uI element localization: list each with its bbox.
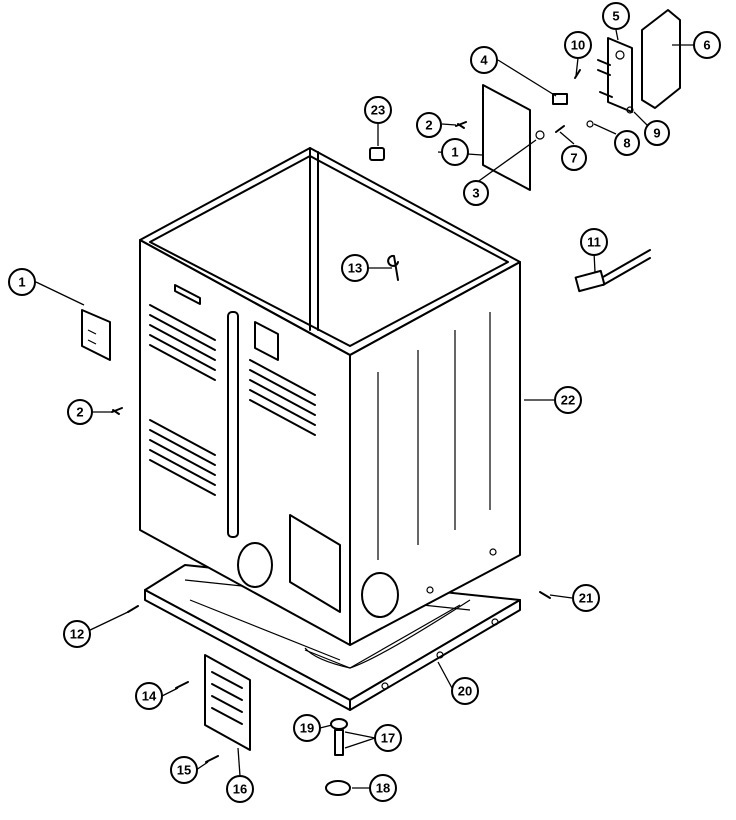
screw-icon bbox=[574, 69, 581, 79]
screw-icon bbox=[539, 591, 551, 599]
callout-22: 22 bbox=[554, 386, 582, 414]
screw-icon bbox=[455, 121, 467, 129]
svg-text:15: 15 bbox=[177, 763, 191, 778]
svg-text:19: 19 bbox=[300, 721, 314, 736]
svg-text:23: 23 bbox=[371, 103, 385, 118]
svg-text:21: 21 bbox=[579, 591, 593, 606]
callout-10: 10 bbox=[564, 31, 592, 59]
callout-18: 18 bbox=[369, 774, 397, 802]
svg-text:20: 20 bbox=[458, 684, 472, 699]
callout-13: 13 bbox=[341, 254, 369, 282]
svg-text:12: 12 bbox=[70, 627, 84, 642]
terminal-block bbox=[597, 37, 633, 113]
callout-12: 12 bbox=[63, 620, 91, 648]
cabinet bbox=[139, 147, 521, 646]
callout-4: 4 bbox=[470, 46, 498, 74]
svg-text:3: 3 bbox=[472, 186, 479, 201]
callout-2: 2 bbox=[416, 112, 442, 138]
callout-8: 8 bbox=[614, 130, 640, 156]
grille-panel bbox=[204, 654, 251, 751]
callout-16: 16 bbox=[226, 775, 254, 803]
screw-icon bbox=[111, 407, 123, 415]
screw-icon bbox=[175, 681, 189, 689]
mounting-plate bbox=[482, 84, 531, 191]
callout-7: 7 bbox=[561, 145, 587, 171]
svg-text:13: 13 bbox=[348, 261, 362, 276]
svg-text:7: 7 bbox=[570, 151, 577, 166]
screw-icon bbox=[555, 125, 565, 133]
svg-text:22: 22 bbox=[561, 393, 575, 408]
svg-text:14: 14 bbox=[142, 689, 157, 704]
svg-text:18: 18 bbox=[376, 781, 390, 796]
svg-text:2: 2 bbox=[425, 118, 432, 133]
callout-21: 21 bbox=[572, 584, 600, 612]
knob-part bbox=[369, 147, 385, 161]
foot-pad bbox=[325, 780, 351, 796]
callout-11: 11 bbox=[580, 228, 608, 256]
leveling-leg bbox=[330, 718, 348, 756]
callout-2: 2 bbox=[67, 399, 93, 425]
callout-3: 3 bbox=[463, 180, 489, 206]
callout-9: 9 bbox=[644, 120, 670, 146]
bracket-part bbox=[641, 9, 681, 109]
screw-icon bbox=[205, 755, 219, 763]
screw-icon bbox=[626, 106, 634, 114]
svg-text:6: 6 bbox=[703, 38, 710, 53]
svg-text:1: 1 bbox=[451, 145, 458, 160]
power-cord bbox=[574, 249, 651, 293]
svg-text:9: 9 bbox=[653, 126, 660, 141]
svg-text:1: 1 bbox=[18, 275, 25, 290]
hook-part bbox=[387, 254, 399, 281]
callout-5: 5 bbox=[602, 2, 630, 30]
callout-17: 17 bbox=[374, 724, 402, 752]
callout-19: 19 bbox=[293, 714, 321, 742]
clip-part bbox=[552, 93, 568, 105]
callout-23: 23 bbox=[364, 96, 392, 124]
svg-text:4: 4 bbox=[480, 53, 488, 68]
callout-1: 1 bbox=[441, 138, 469, 166]
callout-20: 20 bbox=[451, 677, 479, 705]
svg-text:2: 2 bbox=[76, 405, 83, 420]
svg-text:5: 5 bbox=[612, 9, 619, 24]
svg-text:8: 8 bbox=[623, 136, 630, 151]
svg-text:10: 10 bbox=[571, 38, 585, 53]
callout-6: 6 bbox=[693, 31, 721, 59]
callout-15: 15 bbox=[170, 756, 198, 784]
callout-1: 1 bbox=[8, 268, 36, 296]
bracket-part bbox=[81, 309, 111, 361]
washer-part bbox=[586, 120, 594, 128]
callout-14: 14 bbox=[135, 682, 163, 710]
svg-text:16: 16 bbox=[233, 782, 247, 797]
svg-text:17: 17 bbox=[381, 731, 395, 746]
svg-text:11: 11 bbox=[587, 235, 601, 250]
screw-icon bbox=[127, 605, 139, 613]
